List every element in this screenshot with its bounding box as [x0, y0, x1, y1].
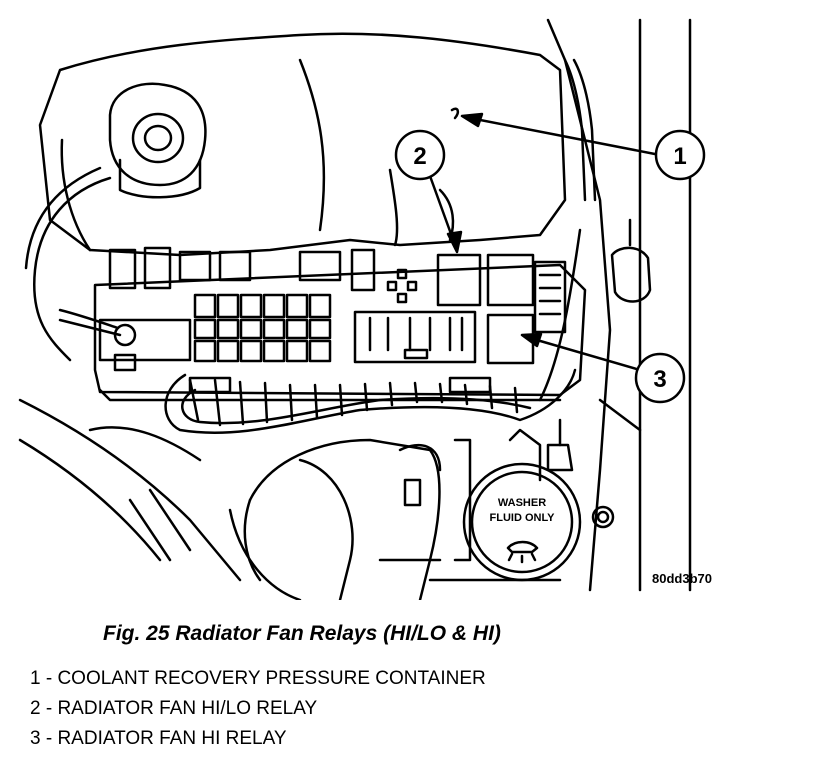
figure-caption: Fig. 25 Radiator Fan Relays (HI/LO & HI): [103, 622, 501, 645]
washer-fluid-cap: [462, 462, 582, 582]
callout-2-number: 2: [413, 143, 426, 170]
legend-item-2: 2 - RADIATOR FAN HI/LO RELAY: [30, 698, 318, 719]
legend-item-3: 3 - RADIATOR FAN HI RELAY: [30, 728, 287, 749]
pressure-cap: [108, 82, 207, 199]
legend-list: 1 - COOLANT RECOVERY PRESSURE CONTAINER …: [30, 664, 486, 754]
air-intake: [228, 438, 442, 600]
power-distribution-center: [58, 246, 587, 402]
callout-3-number: 3: [653, 366, 666, 393]
callout-3-circle: [634, 352, 686, 404]
leader-arrowheads: [446, 112, 543, 348]
callout-1-number: 1: [673, 143, 686, 170]
callout-2-circle: [394, 129, 446, 181]
engine-bay-illustration: 1 2 3 WASHER FLUID ONLY 80dd3b70: [18, 18, 712, 600]
lower-right-hardware: [428, 418, 574, 582]
wire-harness: [164, 368, 577, 434]
callout-1-circle: [654, 129, 706, 181]
legend-item-1: 1 - COOLANT RECOVERY PRESSURE CONTAINER: [30, 668, 486, 689]
figure-code: 80dd3b70: [652, 571, 712, 586]
lower-lines: [18, 398, 242, 582]
coolant-recovery-container: [38, 32, 567, 257]
washer-cap-text-line1: WASHER: [498, 497, 546, 509]
fender-panel: [546, 18, 692, 592]
washer-cap-text-line2: FLUID ONLY: [490, 512, 556, 524]
